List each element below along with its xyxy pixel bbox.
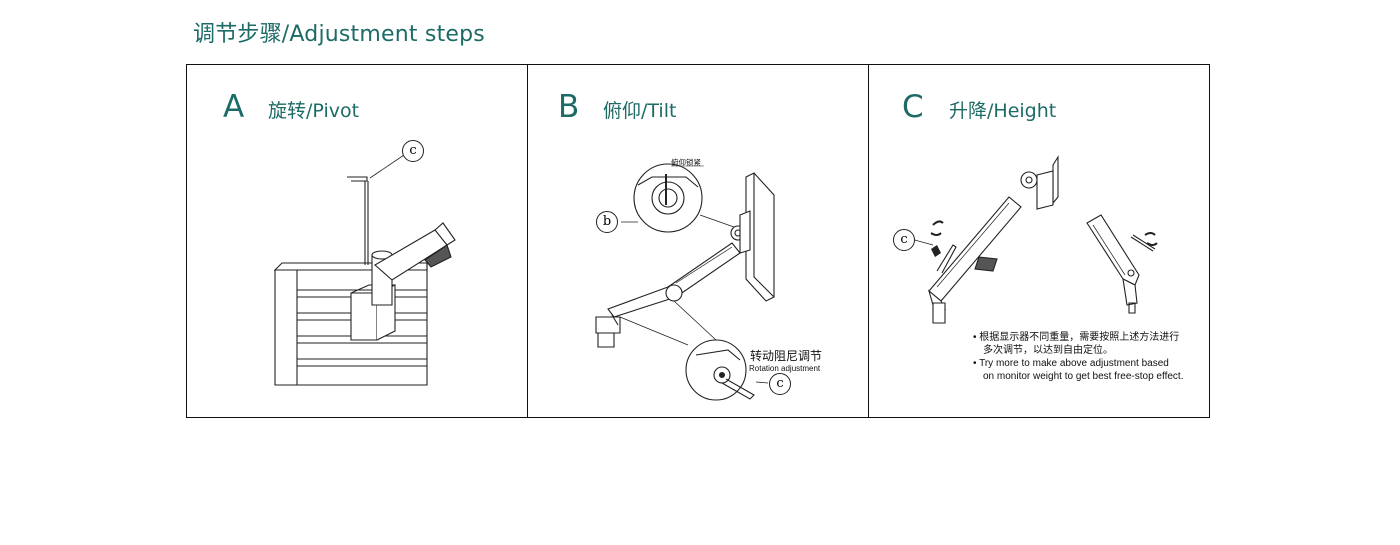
panel-title-pivot: 旋转/Pivot bbox=[268, 100, 360, 122]
rotation-label-en: Rotation adjustment bbox=[749, 364, 821, 373]
panel-height: C 升降/Height bbox=[868, 65, 1209, 417]
callout-c-tilt: c bbox=[769, 373, 791, 395]
tilt-illustration bbox=[595, 163, 775, 401]
panel-tilt: B 俯仰/Tilt bbox=[527, 65, 868, 417]
adjustment-note: • 根据显示器不同重量，需要按照上述方法进行 多次调节，以达到自由定位。 • T… bbox=[973, 331, 1183, 383]
callout-c-pivot: c bbox=[402, 140, 424, 162]
note-line-en-2: on monitor weight to get best free-stop … bbox=[983, 371, 1184, 382]
height-illustration bbox=[910, 155, 1158, 324]
adjustment-steps-frame: A 旋转/Pivot bbox=[186, 64, 1210, 418]
panel-pivot: A 旋转/Pivot bbox=[187, 65, 527, 417]
panel-letter-b: B bbox=[558, 89, 580, 125]
note-line-en-1: • Try more to make above adjustment base… bbox=[973, 358, 1169, 369]
panel-title-tilt: 俯仰/Tilt bbox=[603, 100, 677, 122]
panel-title-height: 升降/Height bbox=[949, 100, 1057, 122]
note-line-cn-1: • 根据显示器不同重量，需要按照上述方法进行 bbox=[973, 332, 1180, 343]
pivot-illustration bbox=[273, 154, 456, 386]
panel-letter-a: A bbox=[223, 89, 245, 125]
rotation-label-cn: 转动阻尼调节 bbox=[750, 349, 823, 363]
callout-b-tilt: b bbox=[596, 211, 618, 233]
tilt-lock-label: 俯仰锁紧 bbox=[671, 158, 701, 167]
note-line-cn-2: 多次调节，以达到自由定位。 bbox=[983, 345, 1113, 356]
panel-letter-c: C bbox=[902, 89, 924, 125]
page-title: 调节步骤/Adjustment steps bbox=[193, 22, 485, 47]
callout-c-height: c bbox=[893, 229, 915, 251]
